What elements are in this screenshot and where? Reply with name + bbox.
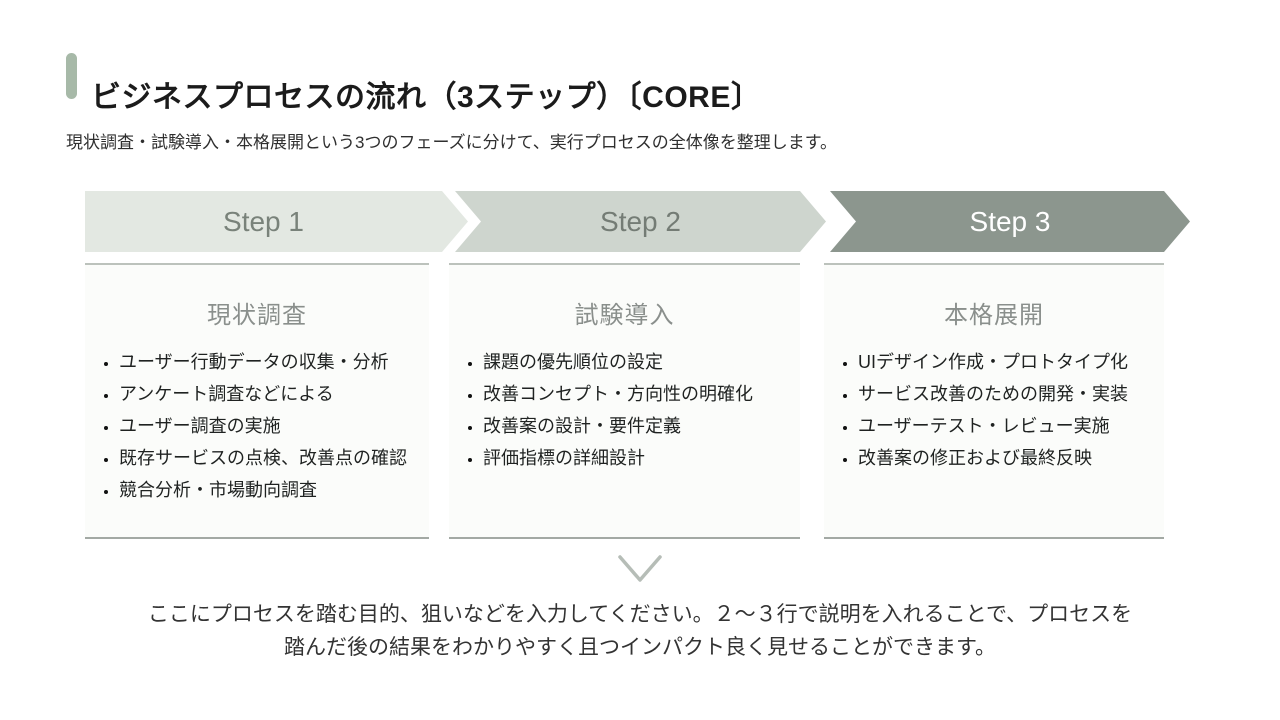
list-item: 改善案の修正および最終反映 (858, 442, 1164, 474)
list-item: 改善コンセプト・方向性の明確化 (483, 378, 800, 410)
phase-column-2: 試験導入 課題の優先順位の設定 改善コンセプト・方向性の明確化 改善案の設計・要… (449, 263, 800, 539)
step3-arrow-banner: Step 3 (830, 191, 1190, 252)
list-item: ユーザー調査の実施 (119, 410, 429, 442)
step2-label: Step 2 (600, 205, 681, 237)
phase3-title: 本格展開 (944, 302, 1044, 329)
footer-note-line1: ここにプロセスを踏む目的、狙いなどを入力してください。２～３行で説明を入れること… (147, 603, 1133, 626)
footer-note-line2: 踏んだ後の結果をわかりやすく且つインパクト良く見せることができます。 (284, 636, 996, 659)
phase1-bullet-list: ユーザー行動データの収集・分析 アンケート調査などによる ユーザー調査の実施 既… (85, 346, 429, 506)
phase-column-3: 本格展開 UIデザイン作成・プロトタイプ化 サービス改善のための開発・実装 ユー… (824, 263, 1164, 539)
step1-arrow-banner: Step 1 (85, 191, 468, 252)
list-item: UIデザイン作成・プロトタイプ化 (858, 346, 1164, 378)
list-item: ユーザー行動データの収集・分析 (119, 346, 429, 378)
list-item: サービス改善のための開発・実装 (858, 378, 1164, 410)
list-item: 改善案の設計・要件定義 (483, 410, 800, 442)
chevron-down-icon (617, 554, 663, 584)
title-accent-bar (66, 53, 77, 99)
list-item: ユーザーテスト・レビュー実施 (858, 410, 1164, 442)
phase-column-1: 現状調査 ユーザー行動データの収集・分析 アンケート調査などによる ユーザー調査… (85, 263, 429, 539)
page-subtitle: 現状調査・試験導入・本格展開という3つのフェーズに分けて、実行プロセスの全体像を… (66, 133, 838, 152)
footer-note: ここにプロセスを踏む目的、狙いなどを入力してください。２～３行で説明を入れること… (0, 598, 1280, 664)
phase3-bullet-list: UIデザイン作成・プロトタイプ化 サービス改善のための開発・実装 ユーザーテスト… (824, 346, 1164, 474)
step3-label: Step 3 (969, 205, 1051, 237)
list-item: 評価指標の詳細設計 (483, 442, 800, 474)
phase1-title: 現状調査 (207, 302, 307, 329)
phase2-title: 試験導入 (574, 302, 675, 329)
list-item: アンケート調査などによる (119, 378, 429, 410)
step1-label: Step 1 (223, 205, 304, 237)
page-title: ビジネスプロセスの流れ（3ステップ）〔CORE〕 (91, 81, 762, 115)
step2-arrow-banner: Step 2 (455, 191, 826, 252)
phase2-bullet-list: 課題の優先順位の設定 改善コンセプト・方向性の明確化 改善案の設計・要件定義 評… (449, 346, 800, 474)
list-item: 競合分析・市場動向調査 (119, 474, 429, 506)
list-item: 課題の優先順位の設定 (483, 346, 800, 378)
list-item: 既存サービスの点検、改善点の確認 (119, 442, 429, 474)
